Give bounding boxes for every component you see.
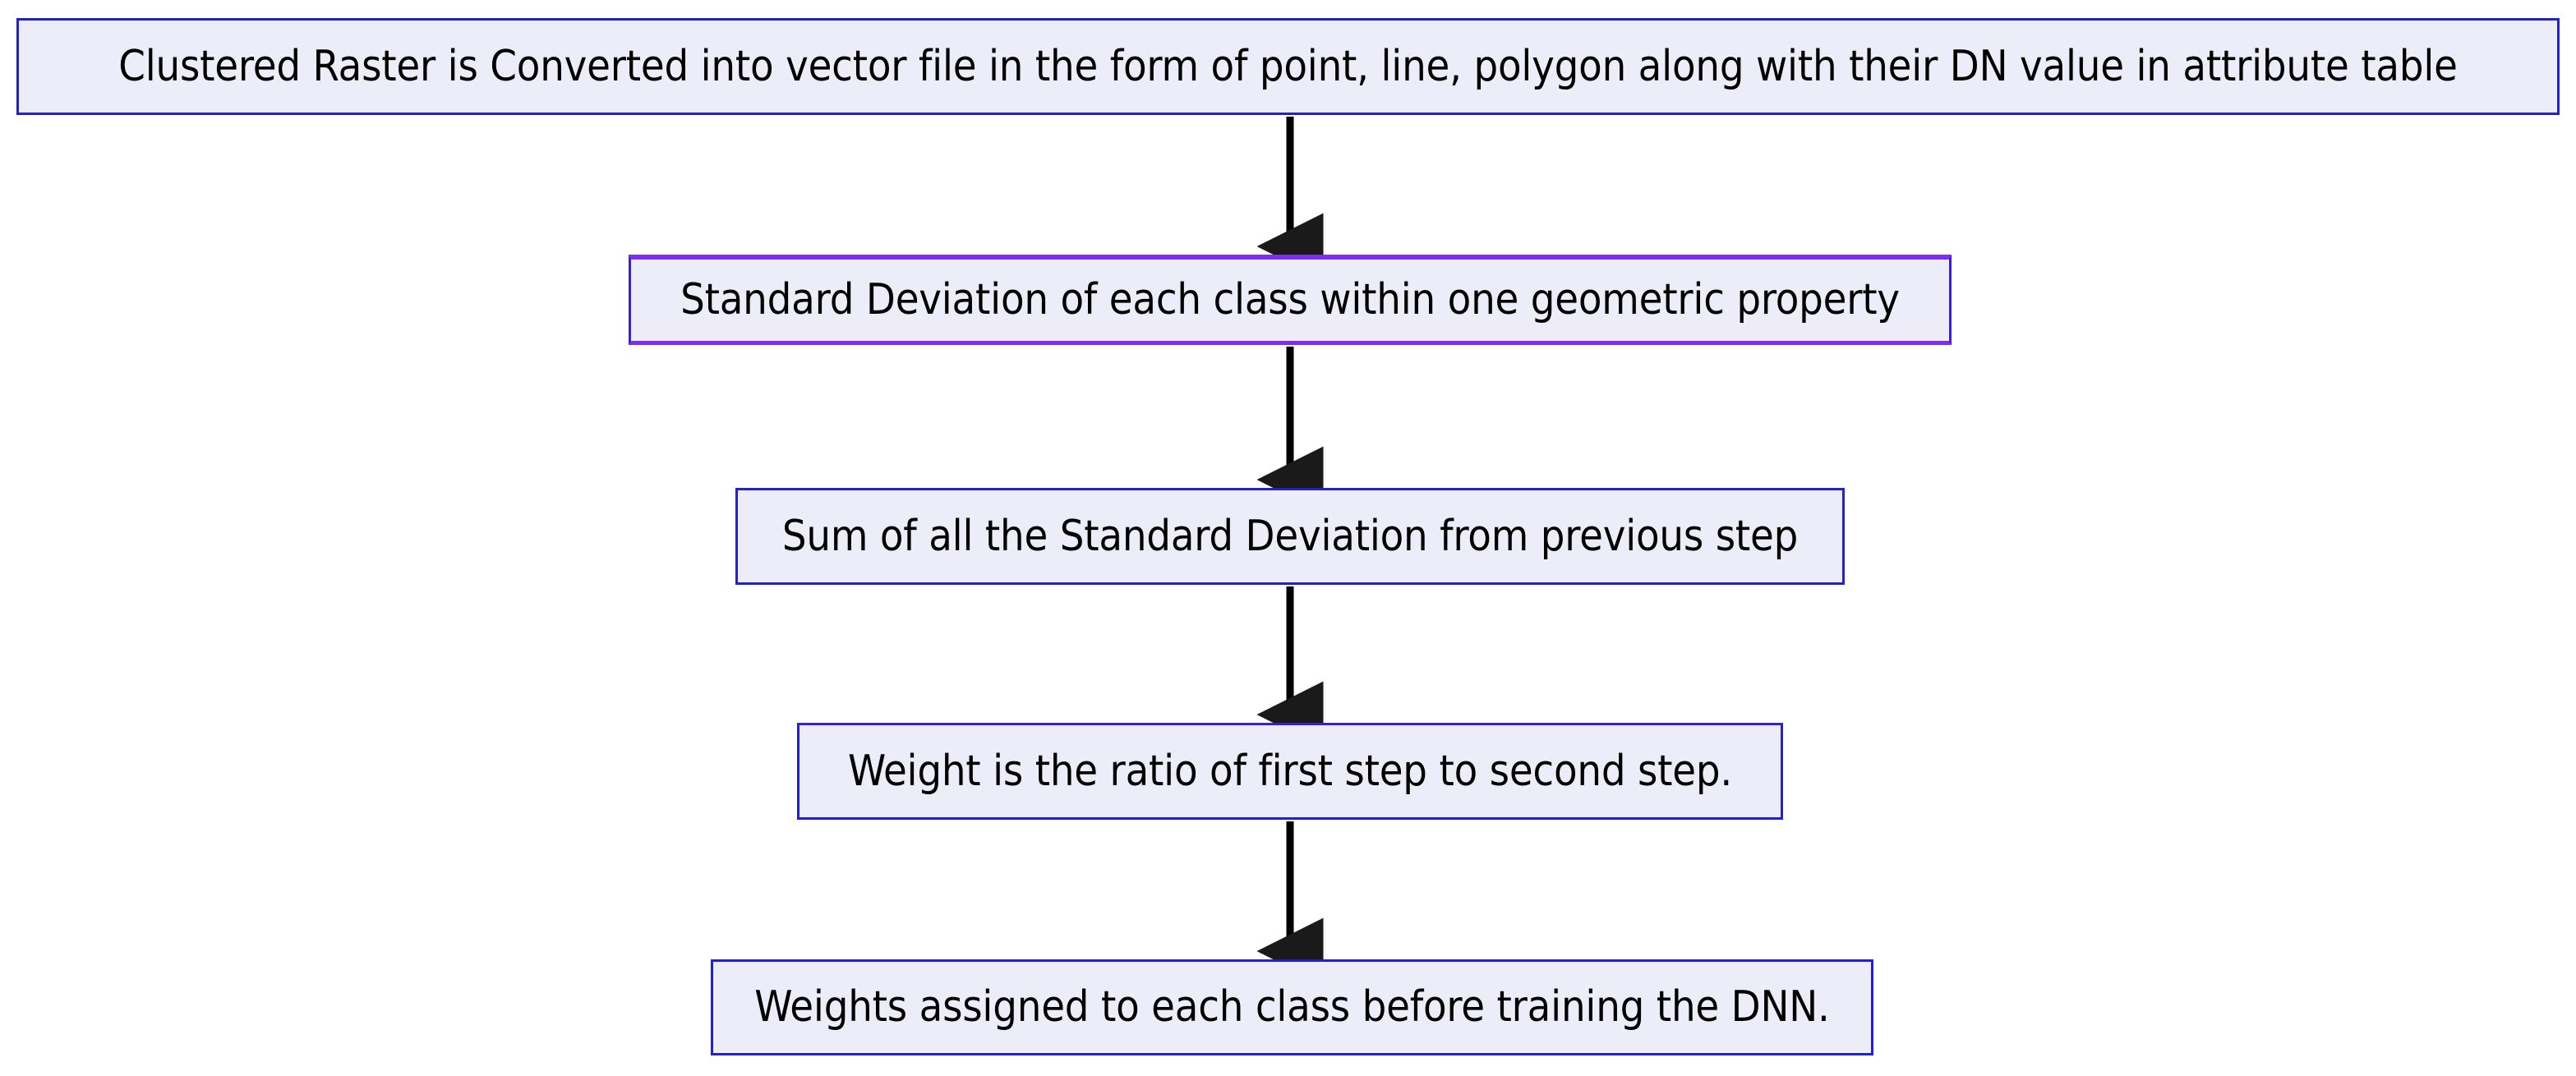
flow-node-label: Sum of all the Standard Deviation from p… — [781, 511, 1799, 561]
flow-node-label: Standard Deviation of each class within … — [680, 275, 1900, 325]
flow-node-label: Weight is the ratio of first step to sec… — [847, 746, 1733, 796]
flow-node-weight-ratio[interactable]: Weight is the ratio of first step to sec… — [797, 723, 1783, 820]
flow-node-label: Weights assigned to each class before tr… — [754, 982, 1830, 1032]
flow-node-sum-standard-deviation[interactable]: Sum of all the Standard Deviation from p… — [735, 488, 1845, 585]
flow-node-label: Clustered Raster is Converted into vecto… — [118, 41, 2458, 91]
flow-node-standard-deviation[interactable]: Standard Deviation of each class within … — [629, 255, 1952, 345]
flow-node-vector-conversion[interactable]: Clustered Raster is Converted into vecto… — [16, 18, 2560, 115]
flow-node-weights-assigned[interactable]: Weights assigned to each class before tr… — [711, 959, 1873, 1055]
